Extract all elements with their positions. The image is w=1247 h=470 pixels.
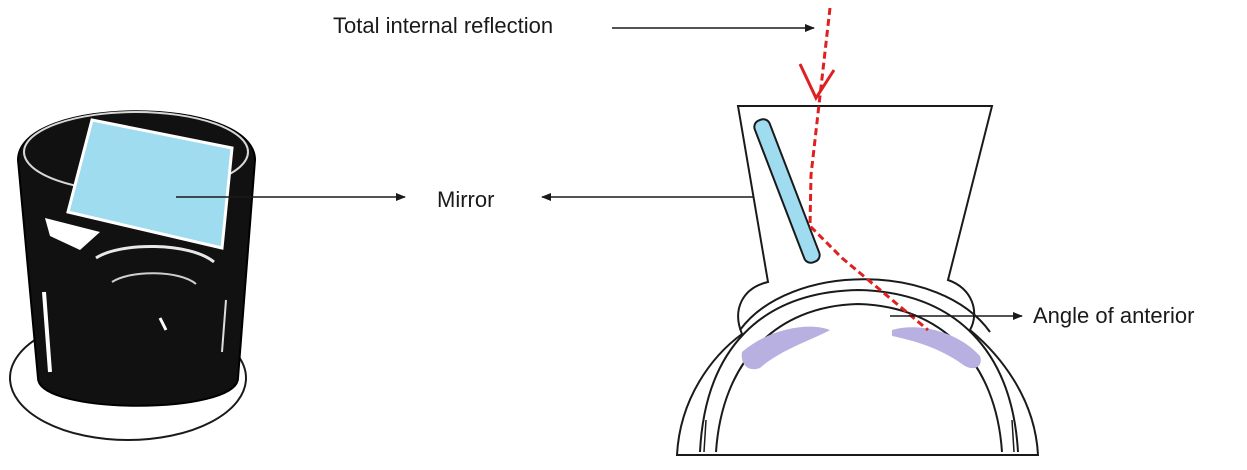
label-mirror: Mirror [437,187,495,212]
base-left-mark [703,419,707,453]
lens-cross-section [675,105,1040,456]
angle-tissue-right [892,327,981,369]
base-right-mark [1011,419,1015,453]
label-total-internal-reflection: Total internal reflection [333,13,554,38]
lens-reflection-inner [95,245,215,264]
lens-mirror-face [66,118,234,250]
lens-reflection-edge [42,291,52,373]
light-ray-arrowhead [798,63,836,102]
light-ray-path [808,7,929,332]
label-angle-of-anterior: Angle of anterior [1033,303,1195,328]
lens-illustration [9,110,257,441]
lens-reflection-inner2 [111,272,197,285]
lens-reflection-dot [158,317,168,331]
cross-section-outline [675,105,1040,456]
eye-inner-wall [715,302,1003,453]
cornea-outer-arc [739,278,991,333]
light-ray [798,7,929,332]
lens-reflection-left [45,218,100,250]
cross-section-mirror [753,118,821,264]
lens-reflection-right [221,299,227,353]
angle-tissue-left [741,326,830,370]
eye-outer-wall [699,288,1019,453]
